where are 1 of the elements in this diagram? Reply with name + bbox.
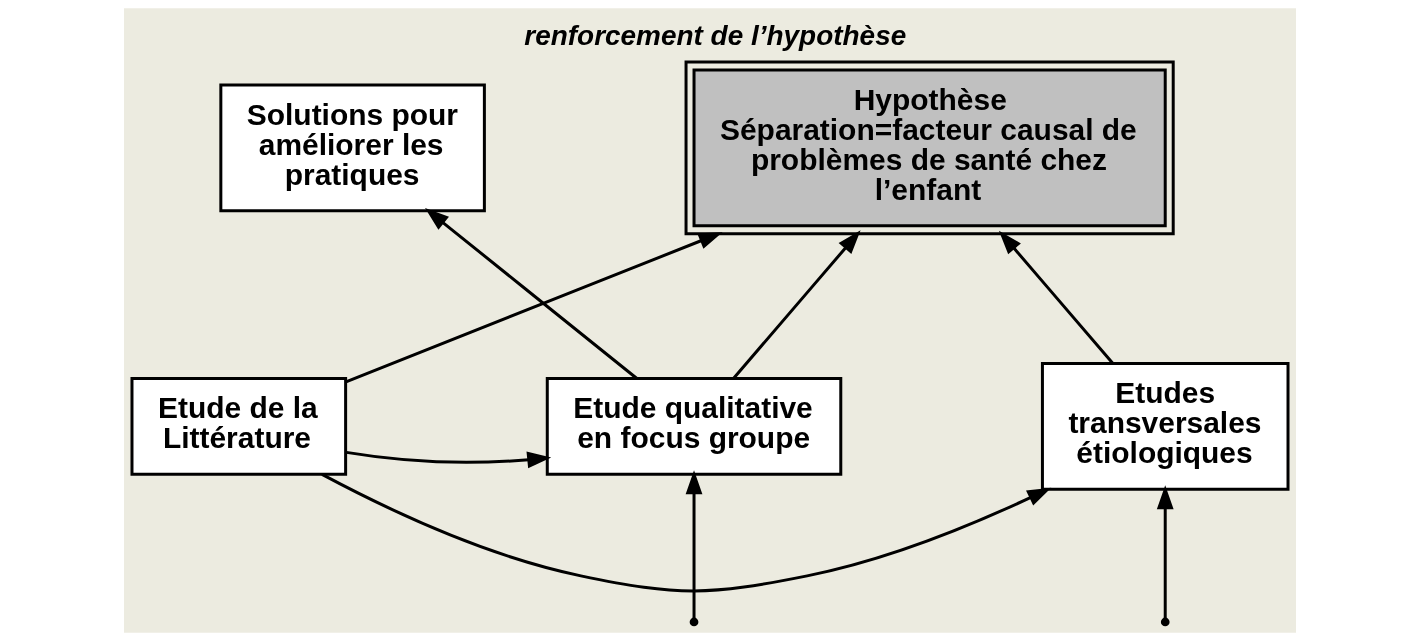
diagram-title: renforcement de l’hypothèse	[524, 19, 907, 51]
